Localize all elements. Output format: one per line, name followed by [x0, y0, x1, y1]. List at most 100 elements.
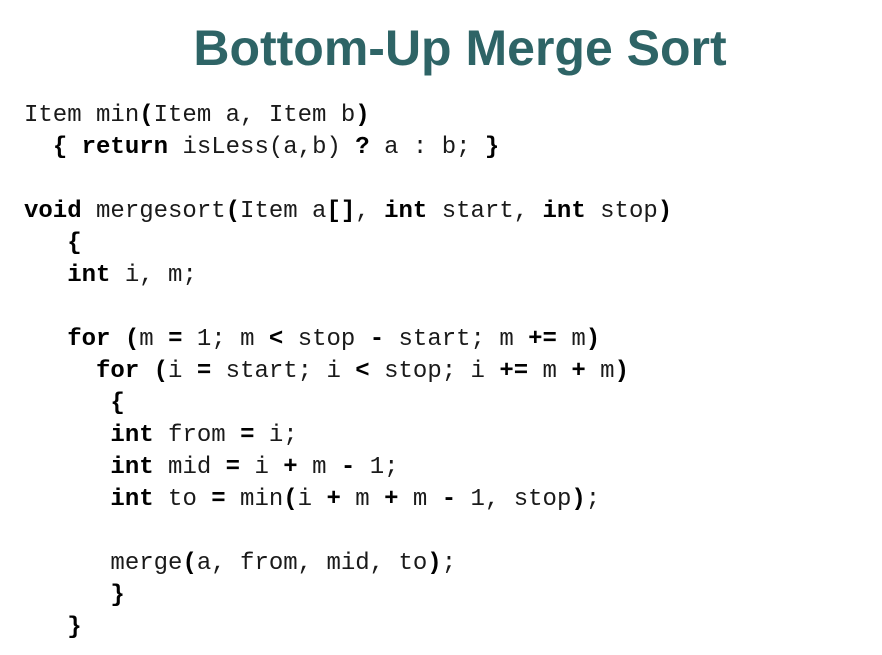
- code-operator: ): [355, 102, 370, 129]
- code-operator: {: [52, 134, 82, 161]
- code-operator: =: [240, 422, 255, 449]
- code-text: [24, 390, 110, 417]
- code-text: merge: [24, 550, 183, 577]
- code-line: void mergesort(Item a[], int start, int …: [24, 196, 672, 228]
- code-text: [24, 230, 67, 257]
- code-text: [24, 326, 67, 353]
- code-text: start,: [427, 198, 543, 225]
- code-line: [24, 292, 672, 324]
- code-line: int to = min(i + m + m - 1, stop);: [24, 484, 672, 516]
- code-text: stop; i: [369, 358, 500, 385]
- code-line: {: [24, 228, 672, 260]
- code-text: ;: [585, 486, 601, 513]
- code-line: Item min(Item a, Item b): [24, 100, 672, 132]
- code-operator: <: [355, 358, 370, 385]
- code-operator: +: [384, 486, 399, 513]
- code-text: 1;: [355, 454, 399, 481]
- code-text: m: [340, 486, 385, 513]
- code-operator: (: [139, 102, 154, 129]
- code-text: stop: [283, 326, 370, 353]
- code-text: m: [556, 326, 586, 353]
- code-text: 1; m: [182, 326, 269, 353]
- code-text: i: [297, 486, 327, 513]
- code-keyword: int: [110, 422, 154, 449]
- code-text: Item a: [240, 198, 327, 225]
- code-operator: -: [441, 486, 457, 513]
- code-text: Item a, Item b: [153, 102, 356, 129]
- code-text: m: [528, 358, 572, 385]
- code-text: [24, 486, 110, 513]
- code-text: [24, 422, 110, 449]
- code-text: i: [168, 358, 197, 385]
- code-line: for (i = start; i < stop; i += m + m): [24, 356, 672, 388]
- code-operator: ?: [355, 134, 370, 161]
- code-operator: }: [484, 134, 500, 161]
- code-operator: }: [110, 582, 125, 609]
- code-line: merge(a, from, mid, to);: [24, 548, 672, 580]
- code-operator: ): [657, 198, 673, 225]
- code-operator: (: [225, 198, 241, 225]
- code-operator: (: [283, 486, 298, 513]
- code-line: }: [24, 580, 672, 612]
- code-operator: +: [283, 454, 298, 481]
- code-operator: }: [67, 614, 82, 641]
- code-text: [24, 582, 110, 609]
- code-text: m: [297, 454, 341, 481]
- code-text: m: [398, 486, 442, 513]
- code-text: i, m;: [110, 262, 197, 289]
- code-line: int i, m;: [24, 260, 672, 292]
- code-text: mid: [153, 454, 226, 481]
- code-keyword: int: [542, 198, 586, 225]
- code-operator: =: [168, 326, 183, 353]
- code-line: int from = i;: [24, 420, 672, 452]
- code-operator: +: [571, 358, 586, 385]
- code-block: Item min(Item a, Item b) { return isLess…: [24, 100, 672, 644]
- code-text: isLess(a,b): [168, 134, 356, 161]
- code-operator: (: [153, 358, 169, 385]
- code-operator: =: [225, 454, 241, 481]
- code-line: }: [24, 612, 672, 644]
- code-text: m: [585, 358, 615, 385]
- code-text: start; m: [384, 326, 529, 353]
- code-text: m: [139, 326, 169, 353]
- code-operator: []: [326, 198, 356, 225]
- code-keyword: int: [384, 198, 428, 225]
- code-text: Item min: [24, 102, 140, 129]
- code-keyword: return: [81, 134, 169, 161]
- code-text: mergesort: [81, 198, 226, 225]
- code-operator: {: [67, 230, 82, 257]
- code-operator: ): [427, 550, 442, 577]
- code-line: for (m = 1; m < stop - start; m += m): [24, 324, 672, 356]
- code-operator: ): [585, 326, 601, 353]
- code-text: min: [225, 486, 284, 513]
- code-operator: -: [369, 326, 385, 353]
- code-line: [24, 164, 672, 196]
- code-text: [24, 134, 53, 161]
- code-text: [24, 358, 96, 385]
- code-text: ,: [355, 198, 385, 225]
- code-text: a : b;: [369, 134, 485, 161]
- code-keyword: int: [110, 486, 154, 513]
- code-keyword: int: [67, 262, 111, 289]
- code-text: [24, 614, 67, 641]
- code-text: stop: [585, 198, 658, 225]
- code-text: 1, stop: [456, 486, 572, 513]
- code-text: start; i: [211, 358, 356, 385]
- code-text: [110, 326, 124, 353]
- code-operator: +=: [528, 326, 557, 353]
- code-line: [24, 516, 672, 548]
- code-text: a, from, mid, to: [196, 550, 428, 577]
- code-operator: ): [614, 358, 629, 385]
- code-operator: =: [211, 486, 226, 513]
- code-operator: -: [340, 454, 356, 481]
- code-text: to: [153, 486, 212, 513]
- code-operator: <: [268, 326, 284, 353]
- code-keyword: for: [67, 326, 111, 353]
- code-line: int mid = i + m - 1;: [24, 452, 672, 484]
- code-text: ;: [441, 550, 457, 577]
- code-line: {: [24, 388, 672, 420]
- code-keyword: for: [96, 358, 140, 385]
- code-operator: +: [326, 486, 341, 513]
- code-operator: {: [110, 390, 125, 417]
- code-operator: +=: [499, 358, 529, 385]
